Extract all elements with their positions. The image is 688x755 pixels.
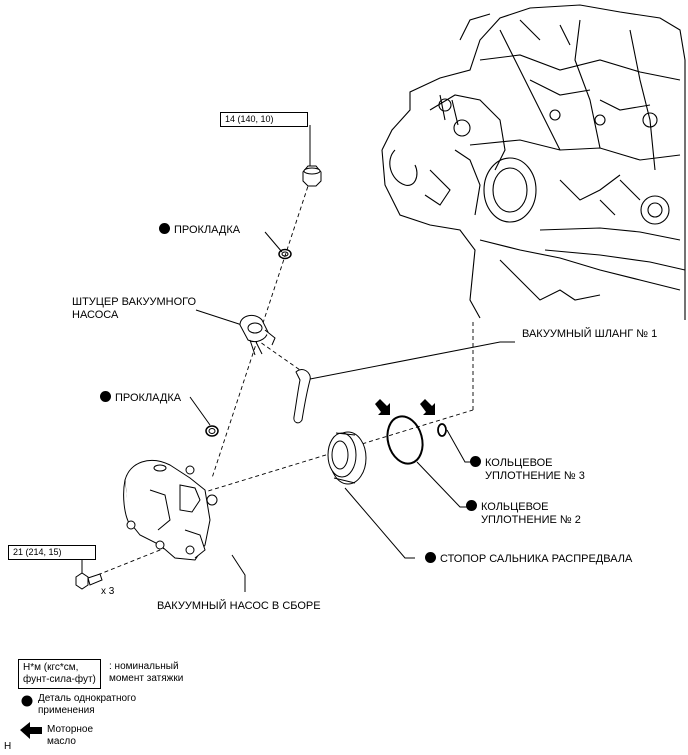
engine-oil-arrow-icon: [375, 399, 435, 415]
legend-torque-box: Н*м (кгс*см, фунт-сила-фут): [18, 659, 101, 689]
legend-non-reusable-icon: [21, 695, 33, 707]
bolt-icon: [75, 572, 103, 590]
non-reusable-icon: [466, 500, 477, 511]
vacuum-pump-icon: [123, 460, 218, 561]
gasket-upper-icon: [278, 248, 292, 260]
label-o-ring-3: КОЛЬЦЕВОЕ УПЛОТНЕНИЕ № 3: [470, 456, 585, 483]
corner-mark: H: [4, 741, 12, 752]
legend-oil-arrow-icon: [20, 722, 42, 739]
o-ring-3-icon: [437, 423, 447, 437]
hose-icon: [293, 369, 311, 424]
engine-block-illustration: [381, 4, 686, 320]
non-reusable-icon: [100, 391, 111, 402]
o-ring-2-icon: [386, 415, 424, 465]
non-reusable-icon: [425, 552, 436, 563]
seal-retainer-icon: [327, 431, 367, 485]
gasket-lower-icon: [205, 425, 219, 437]
torque-spec-plug: 14 (140, 10): [220, 112, 308, 127]
non-reusable-icon: [470, 456, 481, 467]
label-bolt-qty: x 3: [101, 586, 115, 597]
non-reusable-icon: [159, 223, 170, 234]
torque-spec-bolts: 21 (214, 15): [8, 545, 96, 560]
fitting-icon: [239, 314, 276, 356]
legend-non-reusable: Деталь однократного применения: [38, 693, 137, 716]
plug-icon: [302, 165, 322, 187]
label-seal-retainer: СТОПОР САЛЬНИКА РАСПРЕДВАЛА: [425, 552, 632, 566]
label-pump-assembly: ВАКУУМНЫЙ НАСОС В СБОРЕ: [157, 600, 321, 612]
legend-torque-desc: : номинальный момент затяжки: [109, 661, 184, 684]
legend-engine-oil: Моторное масло: [47, 724, 94, 747]
label-o-ring-2: КОЛЬЦЕВОЕ УПЛОТНЕНИЕ № 2: [466, 500, 581, 527]
label-gasket-upper: ПРОКЛАДКА: [159, 223, 240, 237]
label-hose: ВАКУУМНЫЙ ШЛАНГ № 1: [522, 328, 658, 340]
label-gasket-lower: ПРОКЛАДКА: [100, 391, 181, 405]
